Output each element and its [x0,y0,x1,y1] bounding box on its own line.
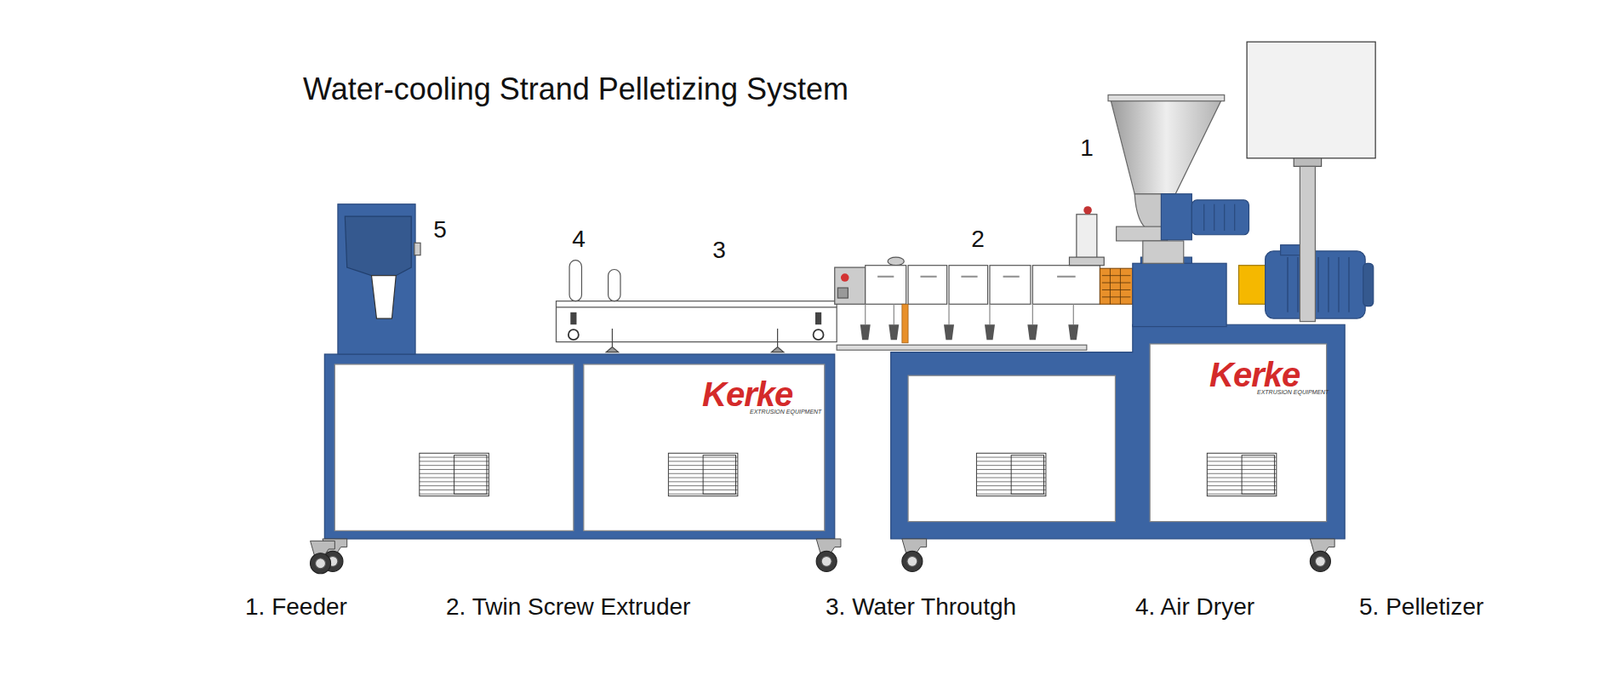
trough-rim [555,306,837,308]
vent-grille [1206,452,1277,496]
hopper-rim [1108,94,1225,101]
callout-number: 3 [712,236,726,264]
cabinet-panel [908,375,1115,521]
feeder-screw-tube [1116,226,1168,241]
vent-block [1099,268,1132,304]
trough-roller [813,329,824,340]
water-manifold [836,344,1087,350]
brand-logo: Kerke [702,377,793,412]
trough-screw [570,312,577,325]
caster-wheel [310,540,336,573]
barrel-segment [1032,265,1100,305]
caster-wheel [1309,538,1335,572]
feeder-motor-fins [1204,204,1235,231]
pelletizer-window [344,216,412,276]
part-label: 1. Feeder [245,593,348,621]
barrel-segment [948,265,989,305]
trough-roller [568,329,579,340]
barrel-segment [989,265,1031,305]
part-label: 5. Pelletizer [1359,593,1484,621]
vent-grille [668,452,738,496]
barrel-segment [908,265,948,305]
barrel-plate [877,275,1076,278]
valve-stem [865,303,1075,325]
air-dryer-tube [608,268,621,301]
leveling-foot [771,328,783,353]
part-label: 2. Twin Screw Extruder [445,593,691,621]
control-cabinet [1246,41,1376,159]
pressure-gauge [840,273,850,282]
pelletizer-knob [414,242,421,255]
feeder-motor [1191,200,1249,235]
pole-flange [1293,158,1321,167]
callout-number: 1 [1080,134,1094,162]
gearbox [1132,262,1227,326]
vent-block-grid [1102,268,1132,304]
stuffer-base [1068,257,1104,266]
cabinet-panel [1149,343,1326,522]
barrel-knob [887,257,904,266]
motor-end-cap [1363,262,1374,306]
brand-tagline: EXTRUSION EQUIPMENT [1257,388,1329,395]
water-trough [555,301,837,343]
callout-number: 2 [971,225,985,253]
brand-logo: Kerke [1209,357,1300,392]
part-label: 3. Water Throutgh [825,593,1017,621]
cooling-valve [860,324,1080,340]
pellet-chute [371,275,396,319]
vent-stuffer [1076,214,1098,261]
air-dryer-tube [569,260,582,302]
feeder-hopper [1109,97,1223,195]
die-head [834,267,866,304]
barrel-segment [865,265,907,305]
feeder-gearbox [1160,194,1192,240]
orange-pipe [902,303,909,343]
callout-number: 4 [571,225,586,253]
vent-grille [976,452,1046,496]
caster-wheel [902,538,927,572]
pelletizer-housing [337,204,416,355]
motor-fins [1287,257,1349,313]
base-frame [324,354,835,539]
feeder-stand [1142,240,1184,263]
trough-screw [815,312,822,325]
leveling-foot [605,328,618,353]
stuffer-ball [1083,205,1092,215]
part-label: 4. Air Dryer [1135,593,1255,621]
vent-grille [419,452,490,496]
cabinet-panel [583,364,825,531]
brand-tagline: EXTRUSION EQUIPMENT [749,408,822,415]
base-frame [891,324,1345,539]
callout-number: 5 [433,216,447,244]
caster-wheel [816,538,841,572]
coupling [1238,265,1268,305]
diagram-title: Water-cooling Strand Pelletizing System [302,71,849,107]
die-detail [837,287,848,298]
cabinet-pole [1299,165,1315,321]
cabinet-panel [334,364,574,531]
